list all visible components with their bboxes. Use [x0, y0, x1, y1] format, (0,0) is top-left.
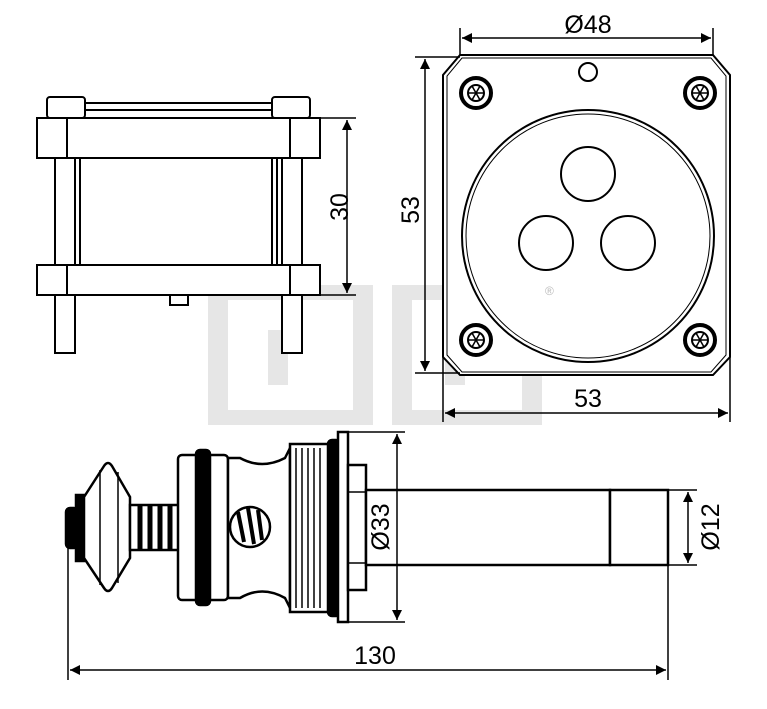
registered-mark: ® [545, 284, 554, 298]
screw-icon [683, 323, 717, 357]
dim-frame-height: 30 [326, 193, 354, 221]
dimension-30: 30 [320, 117, 356, 296]
dimension-130: 130 [67, 548, 669, 680]
dim-overall-length: 130 [354, 642, 396, 670]
screw-icon [459, 76, 493, 110]
dim-plate-height: 53 [397, 196, 425, 224]
dimension-53-horizontal: 53 [442, 357, 731, 422]
screw-icon [683, 76, 717, 110]
dimension-d12: Ø12 [668, 489, 725, 566]
dim-shaft-diameter: Ø12 [697, 503, 725, 550]
frame-side-view [36, 96, 321, 354]
dimension-53-vertical: 53 [397, 56, 460, 374]
screw-icon [459, 323, 493, 357]
plate-front-view [442, 54, 731, 376]
cartridge-side-view [64, 430, 670, 624]
dim-flange-diameter: Ø33 [367, 503, 395, 550]
dim-plate-diameter: Ø48 [564, 11, 611, 39]
dim-plate-width: 53 [574, 385, 602, 413]
dimension-d48: Ø48 [459, 11, 714, 55]
dimension-d33: Ø33 [348, 431, 405, 623]
